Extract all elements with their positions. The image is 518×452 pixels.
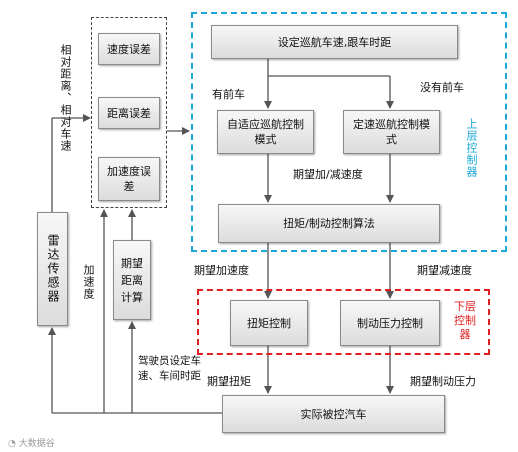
distance-error-box: 距离误差 (98, 97, 160, 129)
speed-error-box: 速度误差 (98, 33, 160, 65)
acceleration-label: 加速度 (82, 264, 95, 300)
watermark-icon: ◔ (8, 439, 16, 449)
driver-set-label: 驾驶员设定车速、车间时距 (138, 355, 201, 382)
acceleration-error-box: 加速度误差 (98, 157, 160, 201)
upper-controller-label: 上层控制器 (465, 118, 478, 178)
relative-distance-speed-label: 相对距离、相对车速 (59, 44, 72, 152)
vehicle-box: 实际被控汽车 (222, 395, 445, 433)
desired-brake-pressure-label: 期望制动压力 (410, 375, 476, 388)
desired-distance-box: 期望距离计算 (113, 240, 151, 320)
error-group-frame (91, 17, 167, 208)
watermark-logo: ◔ 大数据谷 (8, 436, 55, 449)
algorithm-box: 扭矩/制动控制算法 (218, 204, 440, 243)
desired-acceleration-label: 期望加速度 (194, 264, 249, 277)
lower-controller-label: 下层控制器 (454, 300, 476, 341)
constant-mode-box: 定速巡航控制模式 (343, 110, 440, 154)
brake-control-box: 制动压力控制 (340, 300, 440, 346)
desired-deceleration-label: 期望减速度 (417, 264, 472, 277)
radar-sensor-box: 雷达传感器 (37, 212, 68, 326)
adaptive-mode-box: 自适应巡航控制模式 (217, 110, 314, 154)
torque-control-box: 扭矩控制 (230, 300, 308, 346)
set-speed-box: 设定巡航车速,跟车时距 (211, 25, 458, 59)
watermark-text: 大数据谷 (18, 439, 55, 449)
upper-controller-frame (191, 12, 507, 252)
desired-acc-dec-label: 期望加/减速度 (293, 168, 363, 181)
has-front-car-label: 有前车 (212, 88, 245, 101)
no-front-car-label: 没有前车 (420, 81, 464, 94)
lower-controller-frame (197, 289, 490, 355)
desired-torque-label: 期望扭矩 (207, 375, 251, 388)
